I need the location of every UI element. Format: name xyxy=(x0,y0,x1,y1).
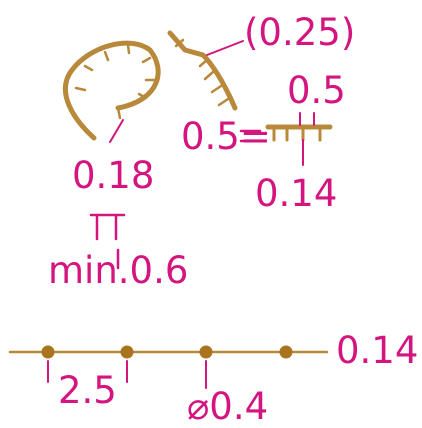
label-top-right: (0.25) xyxy=(244,11,356,54)
hook-ticks xyxy=(174,38,230,107)
dot-markers xyxy=(47,360,207,389)
width-marker xyxy=(239,112,333,166)
label-mid-right: 0.5 xyxy=(287,69,346,112)
label-line-value: 0.14 xyxy=(336,329,419,372)
loop-curve xyxy=(62,40,161,141)
label-min-value: min.0.6 xyxy=(48,249,189,292)
leader-0.25 xyxy=(206,40,244,56)
label-mid-left: 0.5= xyxy=(181,115,271,158)
min-bracket xyxy=(89,213,126,270)
loop-ticks xyxy=(74,43,156,120)
leader-0.18 xyxy=(109,119,124,143)
label-right-value: 0.14 xyxy=(255,172,338,215)
hook-curve xyxy=(167,30,238,111)
label-diameter: ⌀0.4 xyxy=(187,385,269,428)
label-spacing: 2.5 xyxy=(58,369,117,412)
label-left-value: 0.18 xyxy=(72,154,155,197)
dot-points xyxy=(41,345,293,359)
